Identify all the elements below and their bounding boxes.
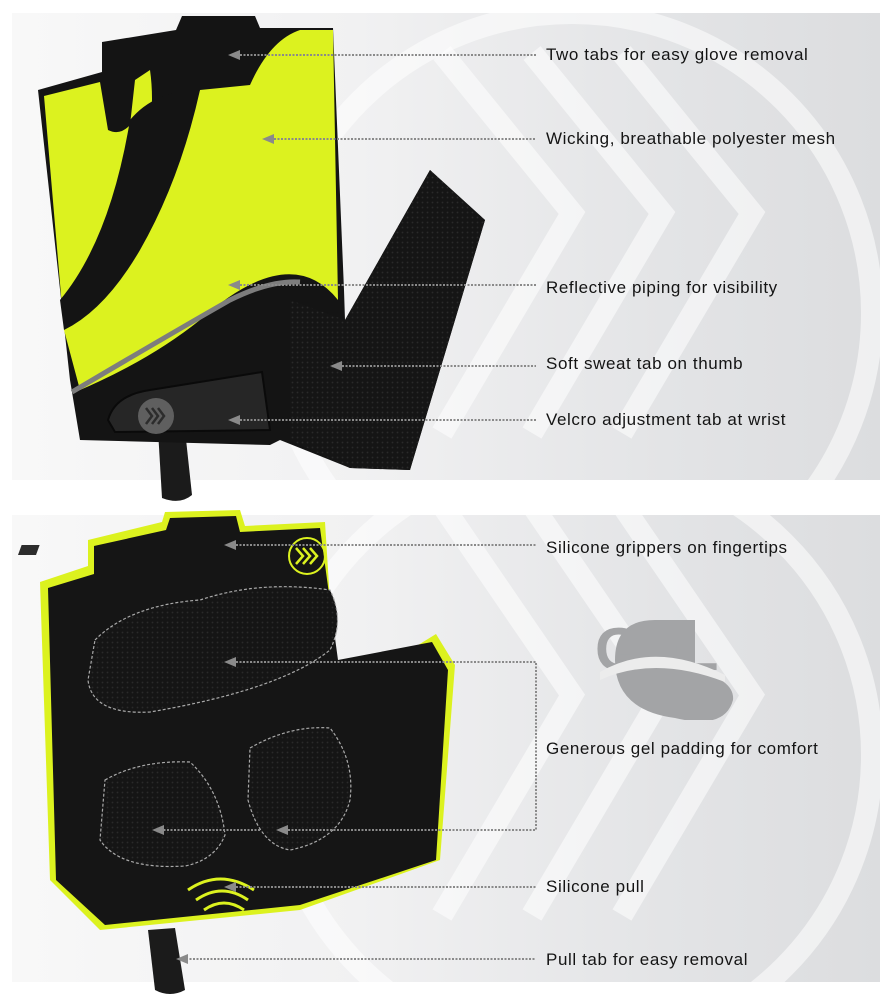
callout-label-gel-padding: Generous gel padding for comfort <box>546 739 819 758</box>
arrow-left-icon <box>152 50 342 964</box>
glove-back-view <box>38 16 485 501</box>
gel-logo-icon: GEL <box>595 616 734 720</box>
callout-label-mesh: Wicking, breathable polyester mesh <box>546 129 836 148</box>
callout-label-velcro: Velcro adjustment tab at wrist <box>546 410 787 429</box>
glove-palm-view <box>17 510 455 994</box>
callout-label-pull-tab: Pull tab for easy removal <box>546 950 749 969</box>
callout-label-silicone-pull: Silicone pull <box>546 877 645 896</box>
callout-label-sweat-tab: Soft sweat tab on thumb <box>546 354 744 373</box>
callout-label-reflective: Reflective piping for visibility <box>546 278 778 297</box>
callout-label-grippers: Silicone grippers on fingertips <box>546 538 788 557</box>
callout-label-tabs: Two tabs for easy glove removal <box>546 45 809 64</box>
